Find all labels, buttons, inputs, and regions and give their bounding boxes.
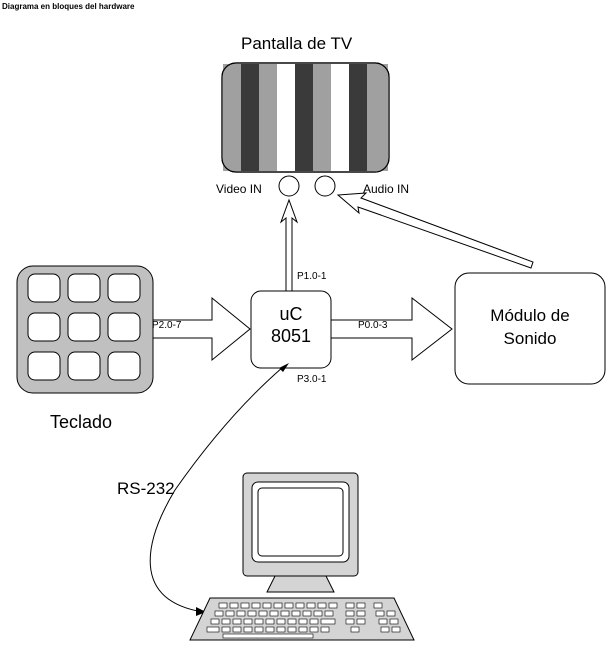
tv-title: Pantalla de TV xyxy=(241,34,353,53)
diagram-header: Diagrama en bloques del hardware xyxy=(2,2,135,11)
arrow-keypad-to-uc xyxy=(146,296,251,362)
port-p3-label: P3.0-1 xyxy=(297,374,327,385)
port-p2-label: P2.0-7 xyxy=(152,320,182,331)
port-p0-label: P0.0-3 xyxy=(358,320,388,331)
sound-module-block xyxy=(454,272,606,385)
rs232-link xyxy=(149,363,289,616)
microcontroller-label-line1: uC xyxy=(279,304,303,324)
audio-in-jack xyxy=(314,175,336,197)
video-in-label: Video IN xyxy=(216,182,262,196)
port-p1-label: P1.0-1 xyxy=(297,271,327,282)
tv-screen xyxy=(221,62,390,173)
sound-module-label-line2: Sonido xyxy=(503,329,557,348)
arrow-uc-to-video xyxy=(279,198,299,292)
computer-icon xyxy=(189,472,415,641)
rs232-label: RS-232 xyxy=(117,479,175,498)
tv-color-bars xyxy=(223,64,388,171)
keypad-device xyxy=(16,265,154,394)
sound-module-label-line1: Módulo de xyxy=(490,306,570,325)
arrow-uc-to-sound xyxy=(330,296,453,362)
keypad-label: Teclado xyxy=(50,412,113,432)
microcontroller-label-line2: 8051 xyxy=(270,326,312,346)
video-in-jack xyxy=(278,175,300,197)
audio-in-label: Audio IN xyxy=(363,182,410,196)
keyboard-keys xyxy=(206,602,401,639)
arrow-sound-to-audio xyxy=(336,192,534,269)
